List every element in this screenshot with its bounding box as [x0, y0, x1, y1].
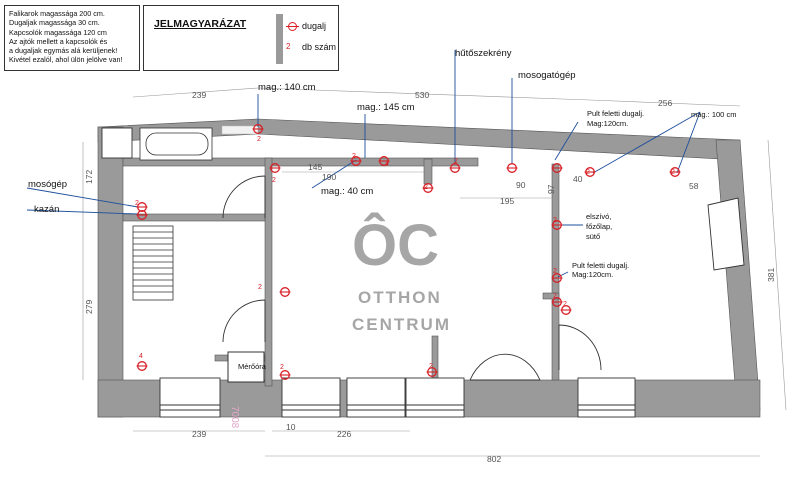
label-pult-1a: Pult feletti dugalj. [587, 109, 644, 118]
legend-count-symbol: 2 [286, 42, 291, 51]
dim-90: 90 [516, 180, 526, 190]
label-mosogep: mosógép [28, 179, 67, 190]
dim-10: 10 [286, 422, 296, 432]
outlet-icon [278, 287, 292, 297]
count-label: 2 [280, 364, 284, 371]
doors [222, 175, 602, 381]
bathtub [139, 125, 259, 161]
dim-279: 279 [84, 300, 94, 314]
label-pult-1b: Mag:120cm. [587, 119, 628, 128]
count-label: 2 [257, 136, 261, 143]
note-line: Az ajtók mellett a kapcsolók és [9, 36, 108, 46]
dim-256: 256 [658, 98, 672, 108]
count-label: 2 [586, 169, 590, 176]
logo-line-2: CENTRUM [352, 315, 451, 334]
dim-190: 190 [322, 172, 336, 182]
label-elszivo-a: elszívó, [586, 212, 611, 221]
label-pult-2a: Pult feletti dugalj. [572, 261, 629, 270]
outlet-symbol-icon [286, 22, 299, 31]
window-4 [405, 377, 465, 418]
outlet-icon [505, 163, 519, 173]
label-mag-140: mag.: 140 cm [258, 82, 316, 93]
count-label: 4 [139, 353, 143, 360]
count-label: 2 [352, 153, 356, 160]
note-line: Dugaljak magassága 30 cm. [9, 18, 100, 28]
dim-58: 58 [689, 181, 699, 191]
meter-label: Mérőóra [238, 362, 267, 371]
window-6 [101, 127, 133, 159]
otthon-centrum-logo: ÔC OTTHON CENTRUM [352, 213, 451, 334]
count-label: 2 [429, 363, 433, 370]
count-label: 2 [272, 177, 276, 184]
label-hutoszekreny: hűtőszekrény [455, 48, 512, 59]
outlet-counts: 2 2 4 2 2 2 2 4 2 2 2 2 2 2 2 2 2 [135, 136, 675, 371]
dimension-values: 239 530 256 172 279 381 145 190 195 90 9… [84, 90, 776, 464]
count-label: 2 [553, 268, 557, 275]
meter-stamp: 7008 [229, 406, 240, 429]
note-line: a dugaljak egymás alá kerüljenek! [9, 46, 118, 56]
label-mosogatogep: mosogatógép [518, 70, 576, 81]
window-5 [577, 377, 636, 418]
dim-40: 40 [573, 174, 583, 184]
logo-letters: ÔC [352, 213, 439, 278]
legend-box: JELMAGYARÁZAT dugalj 2 db szám [143, 5, 339, 71]
dim-802: 802 [487, 454, 501, 464]
wall-right [715, 139, 761, 411]
wall-stub-1 [423, 158, 433, 185]
windows [101, 127, 745, 418]
window-3 [346, 377, 406, 418]
count-label: 2 [553, 217, 557, 224]
dimension-lines [82, 87, 787, 457]
dim-195: 195 [500, 196, 514, 206]
label-mag-145: mag.: 145 cm [357, 102, 415, 113]
note-line: Kapcsolók magassága 120 cm [9, 27, 107, 37]
wall-inner-kitchen [122, 157, 479, 167]
outlet-icon [135, 361, 149, 371]
dim-239-bottom: 239 [192, 429, 206, 439]
count-label: 2 [258, 284, 262, 291]
stairs [132, 225, 174, 301]
dim-97: 97 [546, 184, 556, 194]
count-label: 2 [553, 293, 557, 300]
dim-172: 172 [84, 170, 94, 184]
label-mag-100: mag.: 100 cm [691, 110, 736, 119]
legend-title: JELMAGYARÁZAT [154, 18, 247, 30]
wall-swatch [276, 14, 283, 64]
wall-inner-v1 [264, 157, 273, 387]
label-elszivo-b: főzőlap, [586, 222, 612, 231]
count-label: 2 [424, 184, 428, 191]
label-elszivo-c: sütő [586, 232, 600, 241]
count-label: 2 [563, 301, 567, 308]
note-line: Kivétel ezalól, ahol ülön jelölve van! [9, 55, 123, 65]
logo-line-1: OTTHON [358, 288, 442, 307]
window-1 [159, 377, 221, 418]
plan-labels: mag.: 140 cm mag.: 145 cm mag.: 40 cm hű… [28, 48, 736, 279]
label-pult-2b: Mag:120cm. [572, 270, 613, 279]
dim-530: 530 [415, 90, 429, 100]
label-kazan: kazán [34, 204, 59, 215]
wall-stub-3 [542, 292, 560, 300]
count-label: 2 [671, 169, 675, 176]
count-label: 4 [385, 161, 389, 168]
wall-inner-v3 [431, 335, 439, 381]
meter-box: Mérőóra 7008 [227, 351, 267, 429]
count-label: 2 [454, 158, 458, 165]
count-label: 2 [135, 200, 139, 207]
dim-226: 226 [337, 429, 351, 439]
note-line: Falikarok magassága 200 cm. [9, 9, 105, 18]
dim-381: 381 [766, 268, 776, 282]
notes-box: Falikarok magassága 200 cm. Dugaljak mag… [4, 5, 140, 71]
window-7 [707, 197, 745, 271]
wall-top-right [257, 118, 741, 161]
wall-left [97, 126, 124, 418]
legend-count-label: db szám [302, 42, 337, 52]
dim-239-top: 239 [192, 90, 206, 100]
dim-145: 145 [308, 162, 322, 172]
legend-outlet-label: dugalj [302, 21, 327, 31]
window-2 [281, 377, 341, 418]
label-mag-40: mag.: 40 cm [321, 186, 373, 197]
